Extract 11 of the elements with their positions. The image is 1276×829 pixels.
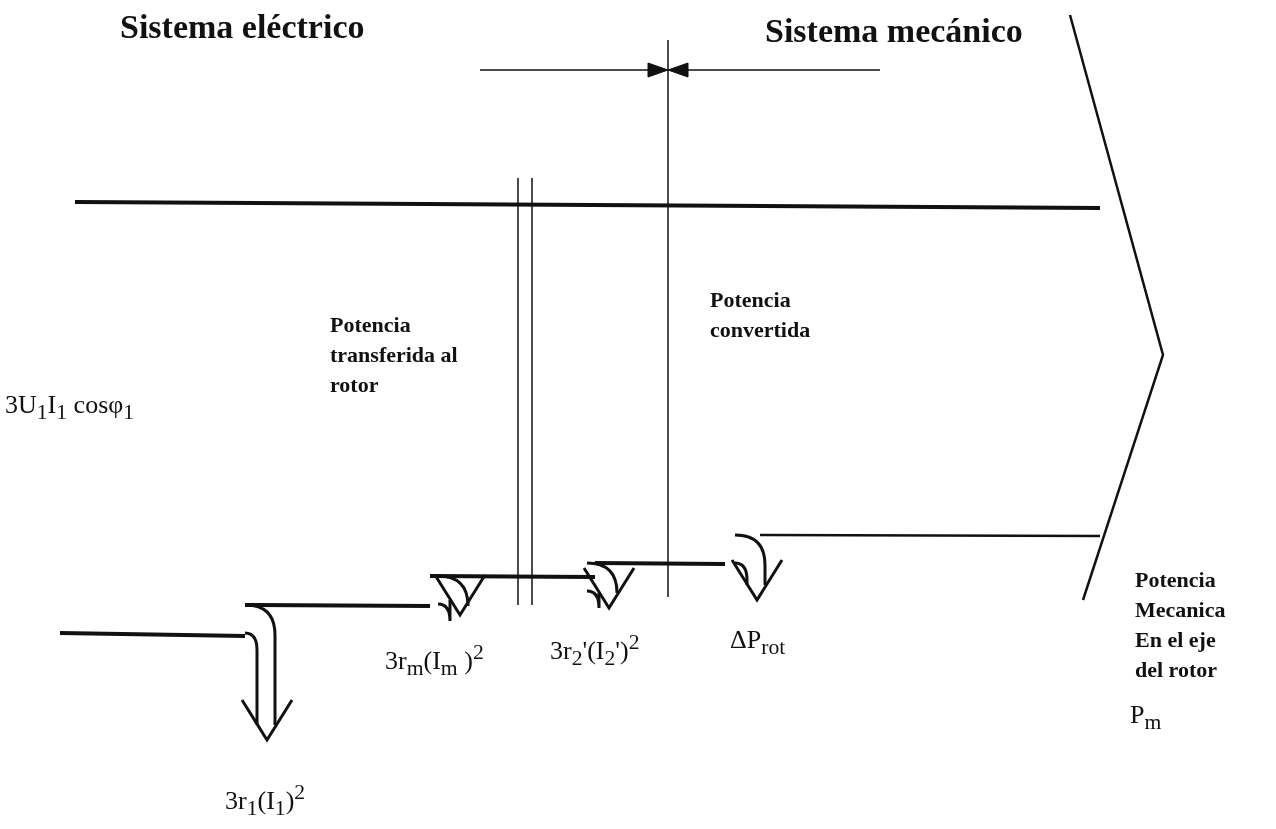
flow-label: Potencia Mecanica En el eje del rotor [1135, 566, 1227, 684]
flow-label: Potencia transferida al rotor [330, 311, 459, 399]
formula-label: P$_{m}$ [1130, 700, 1162, 736]
flow-label: Potencia convertida [710, 286, 812, 344]
formula-label: 3r$_{1}$(I$_{1}$)$^{2}$ [225, 780, 306, 821]
formula-label: 3r$_{m}$(I$_{m}$ )$^{2}$ [385, 640, 484, 681]
formula-label: 3U$_{1}$I$_{1}$ cosφ$_{1}$ [5, 390, 135, 426]
formula-label: 3r$_{2}$'(I$_{2}$')$^{2}$ [550, 630, 640, 671]
section-heading: Sistema mecánico [765, 12, 1023, 50]
formula-label: ΔP$_{rot}$ [730, 625, 786, 661]
section-heading: Sistema eléctrico [120, 8, 365, 46]
